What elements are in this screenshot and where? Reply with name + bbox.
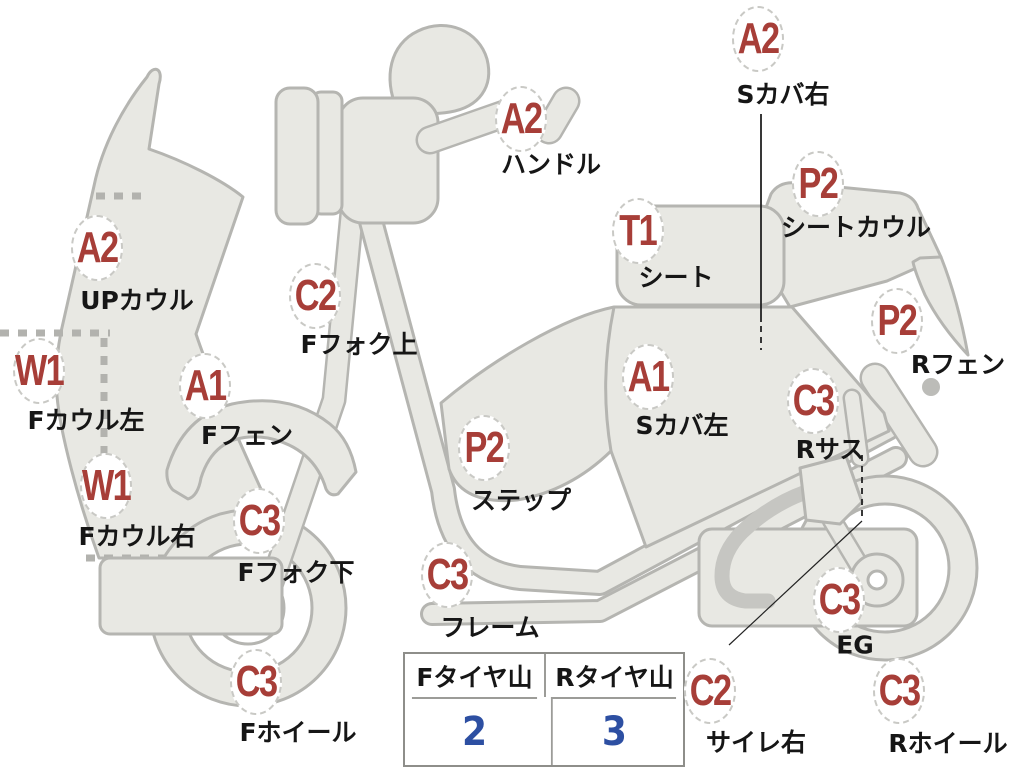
front-fork xyxy=(253,199,365,613)
part-marker: C3 xyxy=(813,567,865,633)
leader-silencer-right xyxy=(728,520,863,646)
handlebar-assembly xyxy=(274,24,581,226)
part-marker: P2 xyxy=(458,415,510,481)
part-label: Sカバ左 xyxy=(635,411,729,440)
part-label: Fフォク上 xyxy=(300,330,418,359)
part-marker: A2 xyxy=(495,86,547,152)
part-label: Rホイール xyxy=(888,729,1008,758)
rear-grab-rail xyxy=(859,362,940,468)
front-lower-panel xyxy=(98,556,284,636)
part-code: C3 xyxy=(792,376,835,425)
part-code: C3 xyxy=(818,575,861,624)
frame-rails xyxy=(355,197,908,626)
tire-tread-table: Fタイヤ山 Rタイヤ山 2 3 xyxy=(403,652,685,767)
part-marker: C2 xyxy=(289,263,341,329)
side-cover-crease xyxy=(604,306,616,452)
part-code: W1 xyxy=(14,346,65,395)
rear-fender-spike xyxy=(911,255,970,357)
part-marker: C3 xyxy=(230,649,282,715)
part-label: Fフェン xyxy=(200,421,294,450)
part-code: A2 xyxy=(737,14,780,63)
part-label: Fカウル左 xyxy=(27,406,145,435)
seat-cowl xyxy=(755,181,970,357)
part-code: A2 xyxy=(500,94,543,143)
part-code: W1 xyxy=(81,461,132,510)
part-code: P2 xyxy=(464,423,505,472)
part-code: C2 xyxy=(294,271,337,320)
part-label: Rサス xyxy=(795,435,865,464)
part-label: Fカウル右 xyxy=(78,522,196,551)
part-marker: A2 xyxy=(71,215,123,281)
part-label: ハンドル xyxy=(500,150,602,179)
muffler-pipe xyxy=(714,484,814,609)
part-marker: T1 xyxy=(612,198,664,264)
part-label: Rフェン xyxy=(910,350,1006,379)
part-code: P2 xyxy=(798,159,839,208)
rear-tire-tread-value: 3 xyxy=(550,697,677,765)
part-label: シート xyxy=(638,263,714,292)
part-code: C3 xyxy=(878,666,921,715)
part-label: UPカウル xyxy=(80,286,194,315)
part-label: Sカバ右 xyxy=(736,80,830,109)
part-label: EG xyxy=(836,630,874,660)
mirror xyxy=(388,24,491,116)
part-label: ステップ xyxy=(470,486,572,515)
rail-end-cap xyxy=(922,378,940,396)
part-marker: C2 xyxy=(684,658,736,724)
step-floor-side-cover xyxy=(439,305,891,549)
part-code: A2 xyxy=(76,223,119,272)
part-marker: C3 xyxy=(787,368,839,434)
part-marker: P2 xyxy=(871,288,923,354)
shock-body xyxy=(798,454,864,526)
part-marker: C3 xyxy=(421,542,473,608)
part-code: C3 xyxy=(426,550,469,599)
part-code: C3 xyxy=(238,496,281,545)
part-code: A1 xyxy=(184,361,227,410)
part-marker: A1 xyxy=(179,353,231,419)
part-marker: W1 xyxy=(13,338,65,404)
part-marker: A2 xyxy=(732,6,784,72)
headlight-block xyxy=(336,96,440,225)
part-label: サイレ右 xyxy=(705,728,807,757)
headlight-plate-left xyxy=(274,86,320,226)
part-code: P2 xyxy=(877,296,918,345)
part-label: シートカウル xyxy=(780,213,932,242)
part-marker: C3 xyxy=(233,488,285,554)
part-label: フレーム xyxy=(440,613,540,642)
front-fender xyxy=(165,399,358,501)
part-code: A1 xyxy=(627,352,670,401)
part-code: T1 xyxy=(619,206,659,255)
front-tire-tread-header: Fタイヤ山 xyxy=(416,662,533,692)
rear-tire-tread-header: Rタイヤ山 xyxy=(544,654,683,697)
part-label: Fフォク下 xyxy=(237,558,355,587)
part-code: C3 xyxy=(235,657,278,706)
part-marker: A1 xyxy=(622,344,674,410)
part-marker: C3 xyxy=(873,658,925,724)
part-code: C2 xyxy=(689,666,732,715)
leader-lines xyxy=(728,114,863,646)
part-marker: P2 xyxy=(792,151,844,217)
part-marker: W1 xyxy=(80,453,132,519)
front-tire-tread-value: 2 xyxy=(411,697,538,765)
rear-suspension xyxy=(798,388,905,608)
part-label: Fホイール xyxy=(239,718,357,747)
